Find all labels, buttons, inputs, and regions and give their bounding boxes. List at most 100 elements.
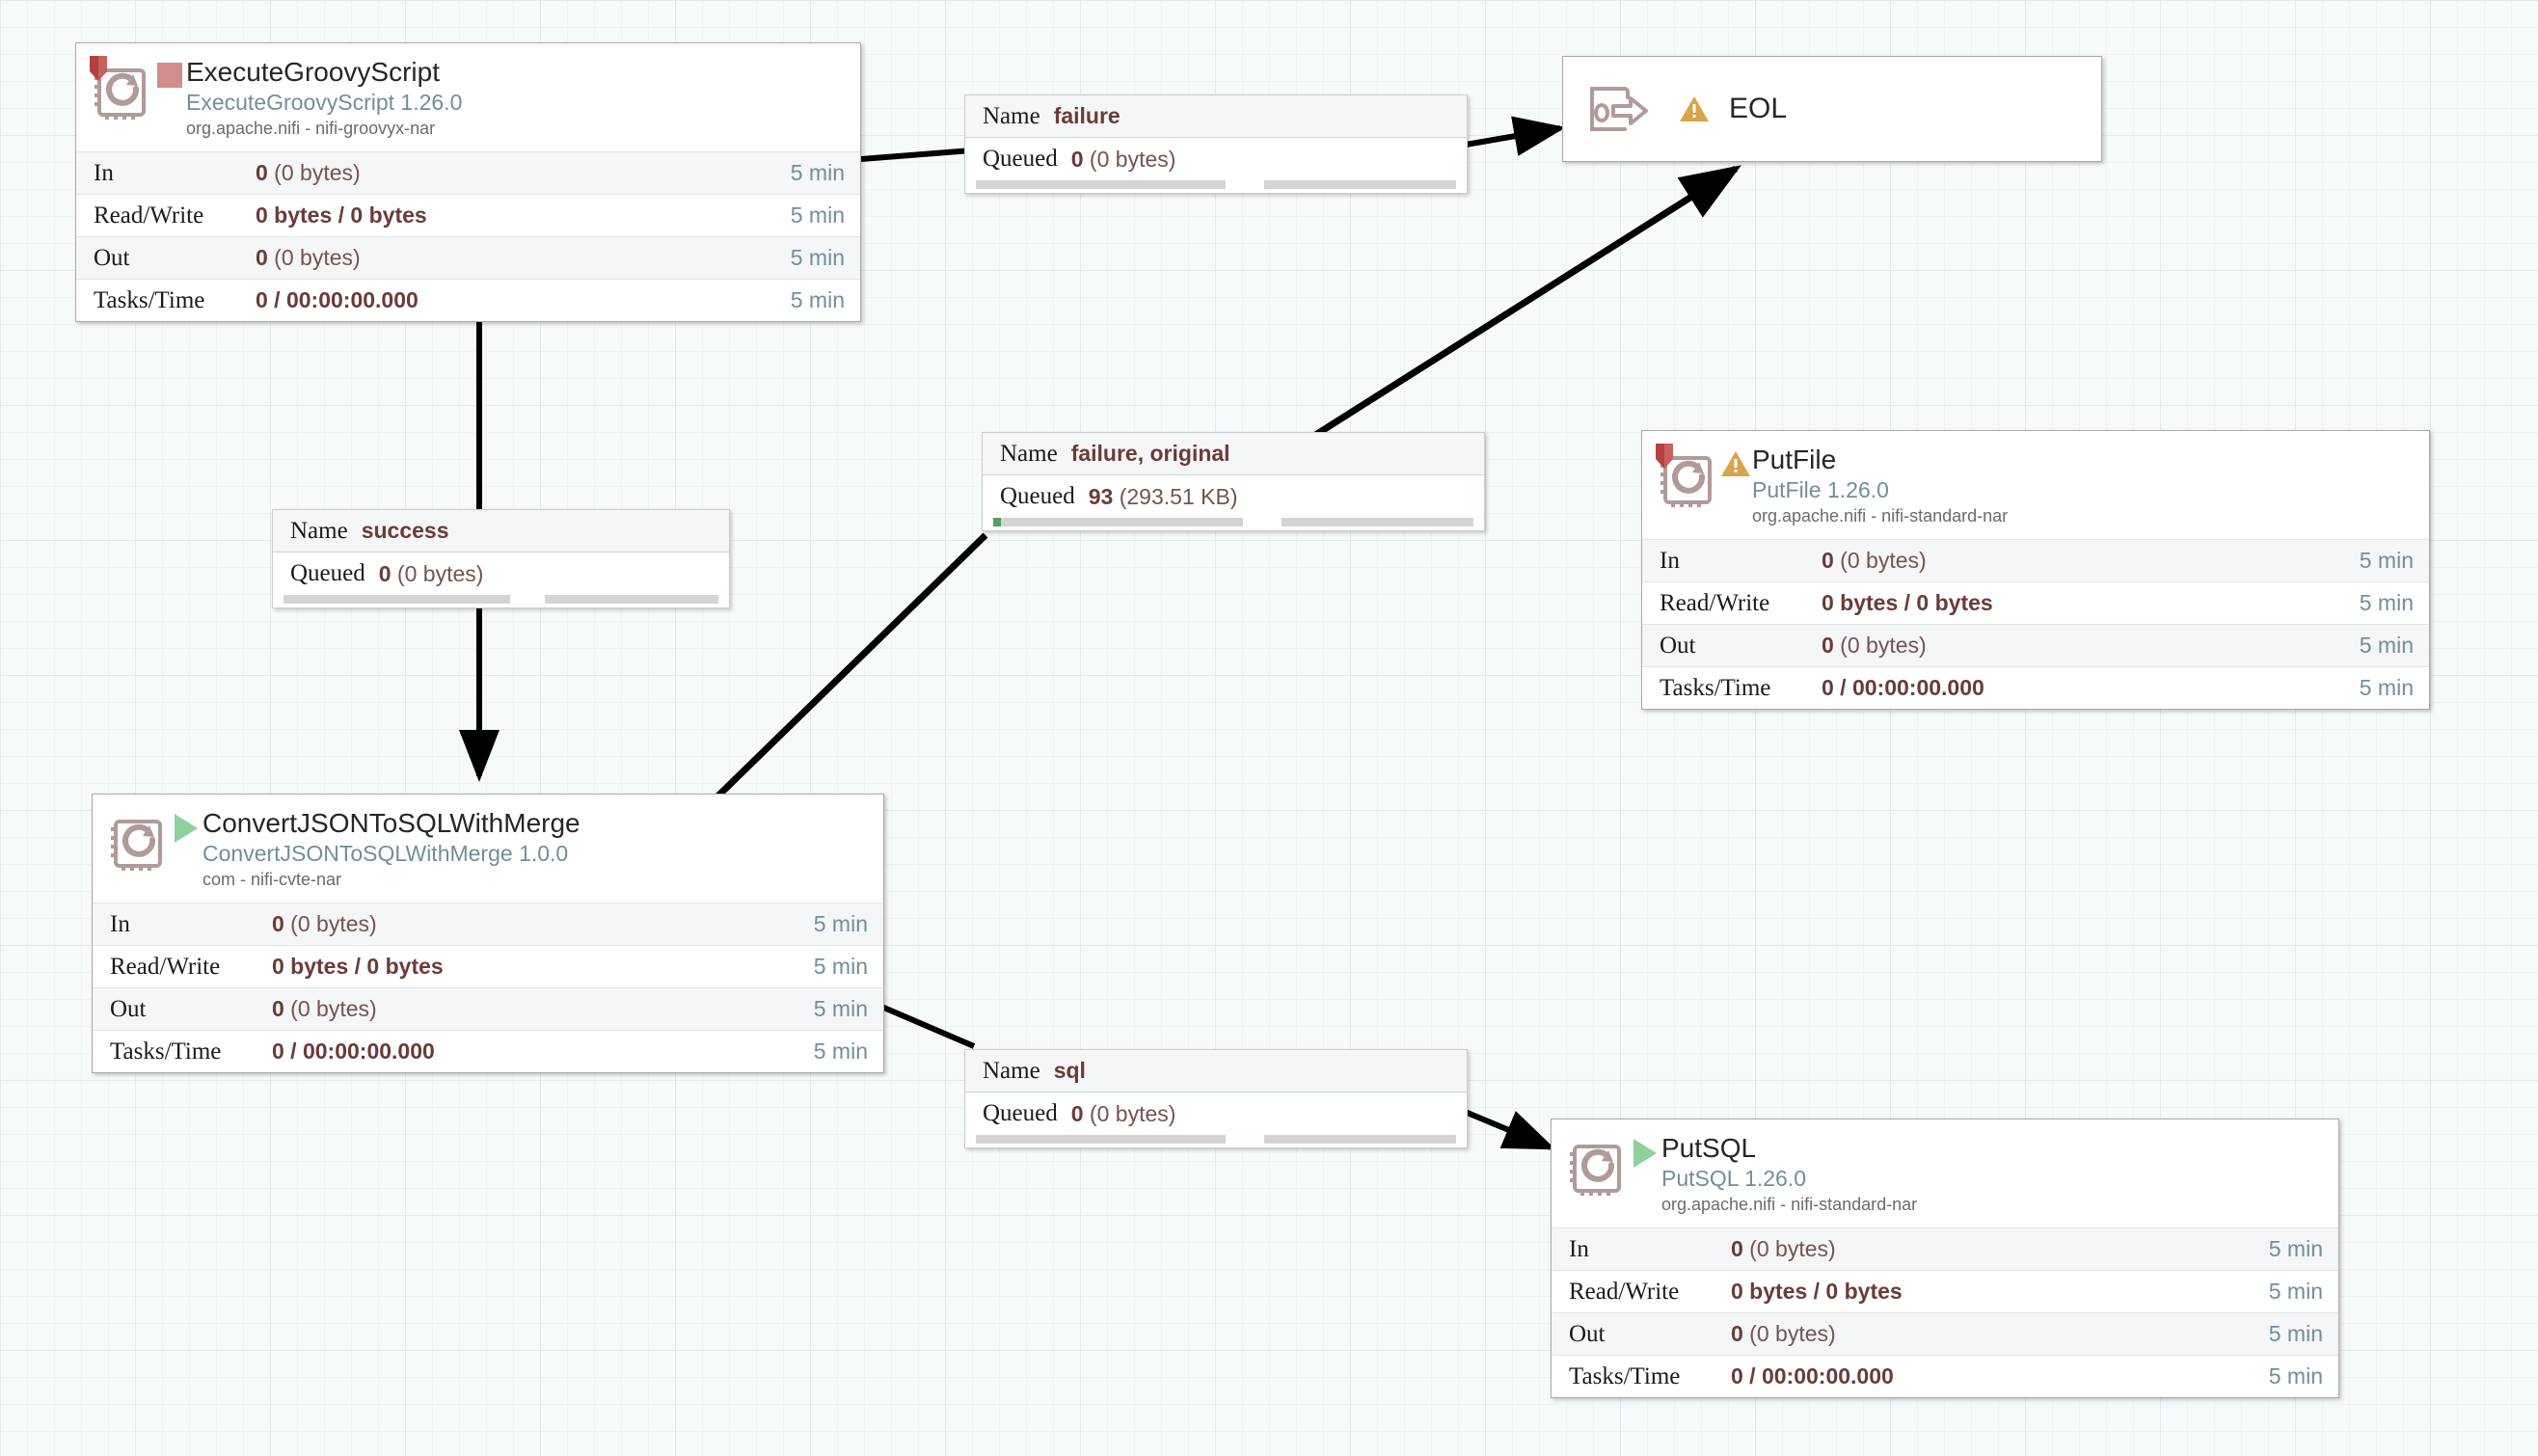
processor-type: ExecuteGroovyScript 1.26.0 bbox=[186, 90, 463, 116]
stat-time: 5 min bbox=[2359, 548, 2414, 573]
stat-time: 5 min bbox=[2359, 633, 2414, 658]
play-triangle-icon bbox=[1634, 1139, 1657, 1168]
stat-row: Out 0 (0 bytes) 5 min bbox=[76, 236, 860, 279]
connection-name-row: Name sql bbox=[965, 1050, 1467, 1092]
edge-convert-to-putsql-segment2[interactable] bbox=[1456, 1106, 1556, 1150]
stat-label: Out bbox=[1569, 1320, 1606, 1347]
processor-type: ConvertJSONToSQLWithMerge 1.0.0 bbox=[202, 841, 569, 867]
connection-queued-row: Queued 0 (0 bytes) bbox=[965, 1092, 1467, 1135]
connection-queued-row: Queued 93 (293.51 KB) bbox=[983, 475, 1484, 518]
stat-label: Tasks/Time bbox=[110, 1038, 222, 1065]
stat-time: 5 min bbox=[790, 202, 845, 228]
queue-count-bar bbox=[976, 1135, 1226, 1144]
sensitive-shield-icon bbox=[1656, 444, 1673, 469]
processor-put-file[interactable]: PutFile PutFile 1.26.0 org.apache.nifi -… bbox=[1641, 430, 2430, 710]
sensitive-shield-icon bbox=[90, 56, 107, 81]
processor-text-block: PutFile PutFile 1.26.0 org.apache.nifi -… bbox=[1752, 445, 2419, 527]
queue-count-bar bbox=[976, 180, 1226, 189]
connection-name-key: Name bbox=[983, 102, 1040, 129]
connection-label-failure-original[interactable]: Name failure, original Queued 93 (293.51… bbox=[982, 432, 1485, 531]
stat-row: Tasks/Time 0 / 00:00:00.000 5 min bbox=[76, 279, 860, 321]
queue-count-fill bbox=[993, 518, 1001, 526]
stat-row: Read/Write 0 bytes / 0 bytes 5 min bbox=[1642, 581, 2429, 624]
connection-queued-value: 0 (0 bytes) bbox=[378, 560, 484, 586]
processor-name: ConvertJSONToSQLWithMerge bbox=[202, 808, 580, 838]
processor-status-indicator[interactable] bbox=[153, 57, 186, 88]
processor-type: PutSQL 1.26.0 bbox=[1661, 1166, 1807, 1192]
output-port-icon bbox=[1588, 83, 1650, 135]
processor-convert-json-to-sql-with-merge[interactable]: ConvertJSONToSQLWithMerge ConvertJSONToS… bbox=[92, 794, 884, 1073]
connection-name-key: Name bbox=[290, 517, 348, 544]
edge-convert-to-eol-segment1[interactable] bbox=[713, 532, 988, 801]
play-triangle-icon bbox=[175, 814, 198, 843]
edge-groovy-to-eol-segment2[interactable] bbox=[1465, 116, 1566, 156]
processor-execute-groovy-script[interactable]: ExecuteGroovyScript ExecuteGroovyScript … bbox=[75, 42, 861, 322]
stat-value: 0 (0 bytes) bbox=[1731, 1321, 1836, 1346]
processor-text-block: PutSQL PutSQL 1.26.0 org.apache.nifi - n… bbox=[1661, 1133, 2329, 1216]
stat-row: Out 0 (0 bytes) 5 min bbox=[93, 987, 883, 1030]
connection-queue-bars bbox=[273, 595, 729, 607]
processor-header: ConvertJSONToSQLWithMerge ConvertJSONToS… bbox=[93, 795, 883, 903]
stat-row: In 0 (0 bytes) 5 min bbox=[76, 151, 860, 194]
stat-value: 0 / 00:00:00.000 bbox=[256, 287, 418, 312]
stat-label: Tasks/Time bbox=[1569, 1362, 1681, 1389]
stat-row: In 0 (0 bytes) 5 min bbox=[1552, 1227, 2338, 1270]
stat-time: 5 min bbox=[2359, 590, 2414, 615]
connection-name-value: sql bbox=[1053, 1058, 1086, 1083]
processor-status-indicator[interactable] bbox=[1629, 1133, 1661, 1168]
stat-value: 0 bytes / 0 bytes bbox=[272, 954, 444, 979]
connection-queued-key: Queued bbox=[983, 146, 1058, 172]
stat-row: Tasks/Time 0 / 00:00:00.000 5 min bbox=[1552, 1355, 2338, 1397]
stat-row: In 0 (0 bytes) 5 min bbox=[93, 903, 883, 945]
processor-status-indicator[interactable] bbox=[1719, 445, 1752, 478]
edge-convert-to-putsql-segment1[interactable] bbox=[878, 1003, 976, 1049]
stat-label: In bbox=[1569, 1235, 1589, 1262]
stat-value: 0 (0 bytes) bbox=[1822, 548, 1927, 573]
stat-time: 5 min bbox=[813, 911, 868, 936]
stat-row: Read/Write 0 bytes / 0 bytes 5 min bbox=[1552, 1270, 2338, 1312]
processor-header: ExecuteGroovyScript ExecuteGroovyScript … bbox=[76, 43, 860, 151]
stat-time: 5 min bbox=[2268, 1236, 2323, 1261]
stat-value: 0 / 00:00:00.000 bbox=[1731, 1363, 1894, 1389]
stat-value: 0 (0 bytes) bbox=[256, 160, 361, 185]
stat-row: Out 0 (0 bytes) 5 min bbox=[1642, 624, 2429, 666]
processor-chip-icon bbox=[1656, 444, 1719, 510]
queue-size-bar bbox=[1281, 518, 1473, 526]
processor-text-block: ConvertJSONToSQLWithMerge ConvertJSONToS… bbox=[202, 808, 874, 891]
connection-label-success[interactable]: Name success Queued 0 (0 bytes) bbox=[272, 509, 730, 608]
connection-queue-bars bbox=[983, 518, 1484, 530]
queue-size-bar bbox=[1263, 1135, 1456, 1144]
processor-header: PutFile PutFile 1.26.0 org.apache.nifi -… bbox=[1642, 431, 2429, 539]
stat-label: Out bbox=[94, 244, 130, 271]
warning-triangle-icon bbox=[1720, 450, 1751, 478]
output-port-eol[interactable]: EOL bbox=[1562, 56, 2102, 162]
stat-row: Read/Write 0 bytes / 0 bytes 5 min bbox=[93, 945, 883, 987]
connection-label-failure[interactable]: Name failure Queued 0 (0 bytes) bbox=[964, 94, 1468, 194]
connection-label-sql[interactable]: Name sql Queued 0 (0 bytes) bbox=[964, 1049, 1468, 1148]
processor-bundle: org.apache.nifi - nifi-standard-nar bbox=[1661, 1195, 1918, 1215]
connection-queued-key: Queued bbox=[1000, 483, 1075, 509]
processor-text-block: ExecuteGroovyScript ExecuteGroovyScript … bbox=[186, 57, 850, 140]
connection-queued-value: 0 (0 bytes) bbox=[1070, 146, 1176, 172]
connection-name-value: failure, original bbox=[1070, 441, 1230, 466]
stat-label: Read/Write bbox=[110, 953, 221, 980]
stat-label: Read/Write bbox=[1660, 589, 1770, 616]
processor-bundle: org.apache.nifi - nifi-standard-nar bbox=[1752, 506, 2009, 526]
stat-value: 0 (0 bytes) bbox=[272, 911, 377, 936]
connection-queue-bars bbox=[965, 180, 1467, 193]
stat-value: 0 / 00:00:00.000 bbox=[1822, 675, 1984, 700]
stat-time: 5 min bbox=[813, 996, 868, 1021]
stat-row: Out 0 (0 bytes) 5 min bbox=[1552, 1312, 2338, 1355]
connection-queued-value: 93 (293.51 KB) bbox=[1088, 483, 1238, 509]
stat-value: 0 bytes / 0 bytes bbox=[256, 202, 427, 228]
stat-label: In bbox=[1660, 547, 1680, 574]
stat-row: In 0 (0 bytes) 5 min bbox=[1642, 539, 2429, 581]
processor-put-sql[interactable]: PutSQL PutSQL 1.26.0 org.apache.nifi - n… bbox=[1551, 1119, 2339, 1398]
stat-time: 5 min bbox=[813, 1038, 868, 1064]
processor-header: PutSQL PutSQL 1.26.0 org.apache.nifi - n… bbox=[1552, 1119, 2338, 1227]
stat-row: Tasks/Time 0 / 00:00:00.000 5 min bbox=[93, 1030, 883, 1072]
processor-status-indicator[interactable] bbox=[170, 808, 202, 843]
edge-convert-to-eol-segment2[interactable] bbox=[1308, 165, 1742, 442]
processor-chip-icon bbox=[90, 56, 153, 122]
